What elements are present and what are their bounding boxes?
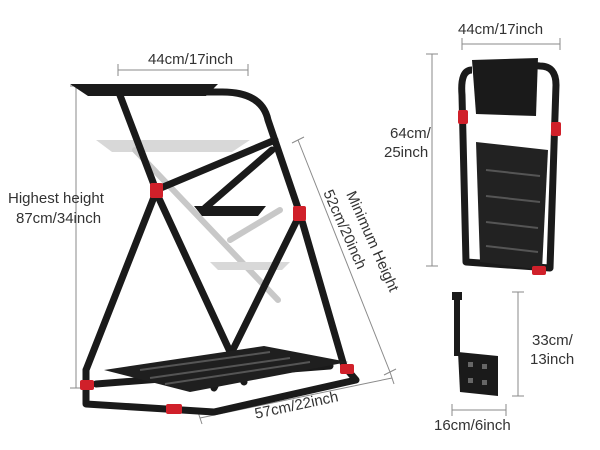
- mount-height-label-line2: 13inch: [530, 351, 575, 368]
- folded-pedal-plate: [476, 142, 548, 270]
- highest-height-label-line2: 87cm/34inch: [16, 210, 102, 227]
- mount-height-label-line1: 33cm/: [532, 332, 573, 349]
- folded-height-label-line1: 64cm/: [390, 125, 431, 142]
- folded-height-label-line2: 25inch: [384, 144, 429, 161]
- shifter-tray: [194, 206, 266, 216]
- wheel-plate: [70, 84, 218, 96]
- shifter-mount: [452, 292, 498, 396]
- highest-height-label-line1: Highest height: [8, 190, 104, 207]
- stand-top-width-label: 44cm/17inch: [148, 51, 234, 68]
- folded-stand: [458, 58, 561, 275]
- mount-width-label: 16cm/6inch: [434, 417, 511, 434]
- folded-wheel-plate: [472, 58, 538, 116]
- red-adjusters: [80, 183, 354, 414]
- folded-width-label: 44cm/17inch: [458, 21, 544, 38]
